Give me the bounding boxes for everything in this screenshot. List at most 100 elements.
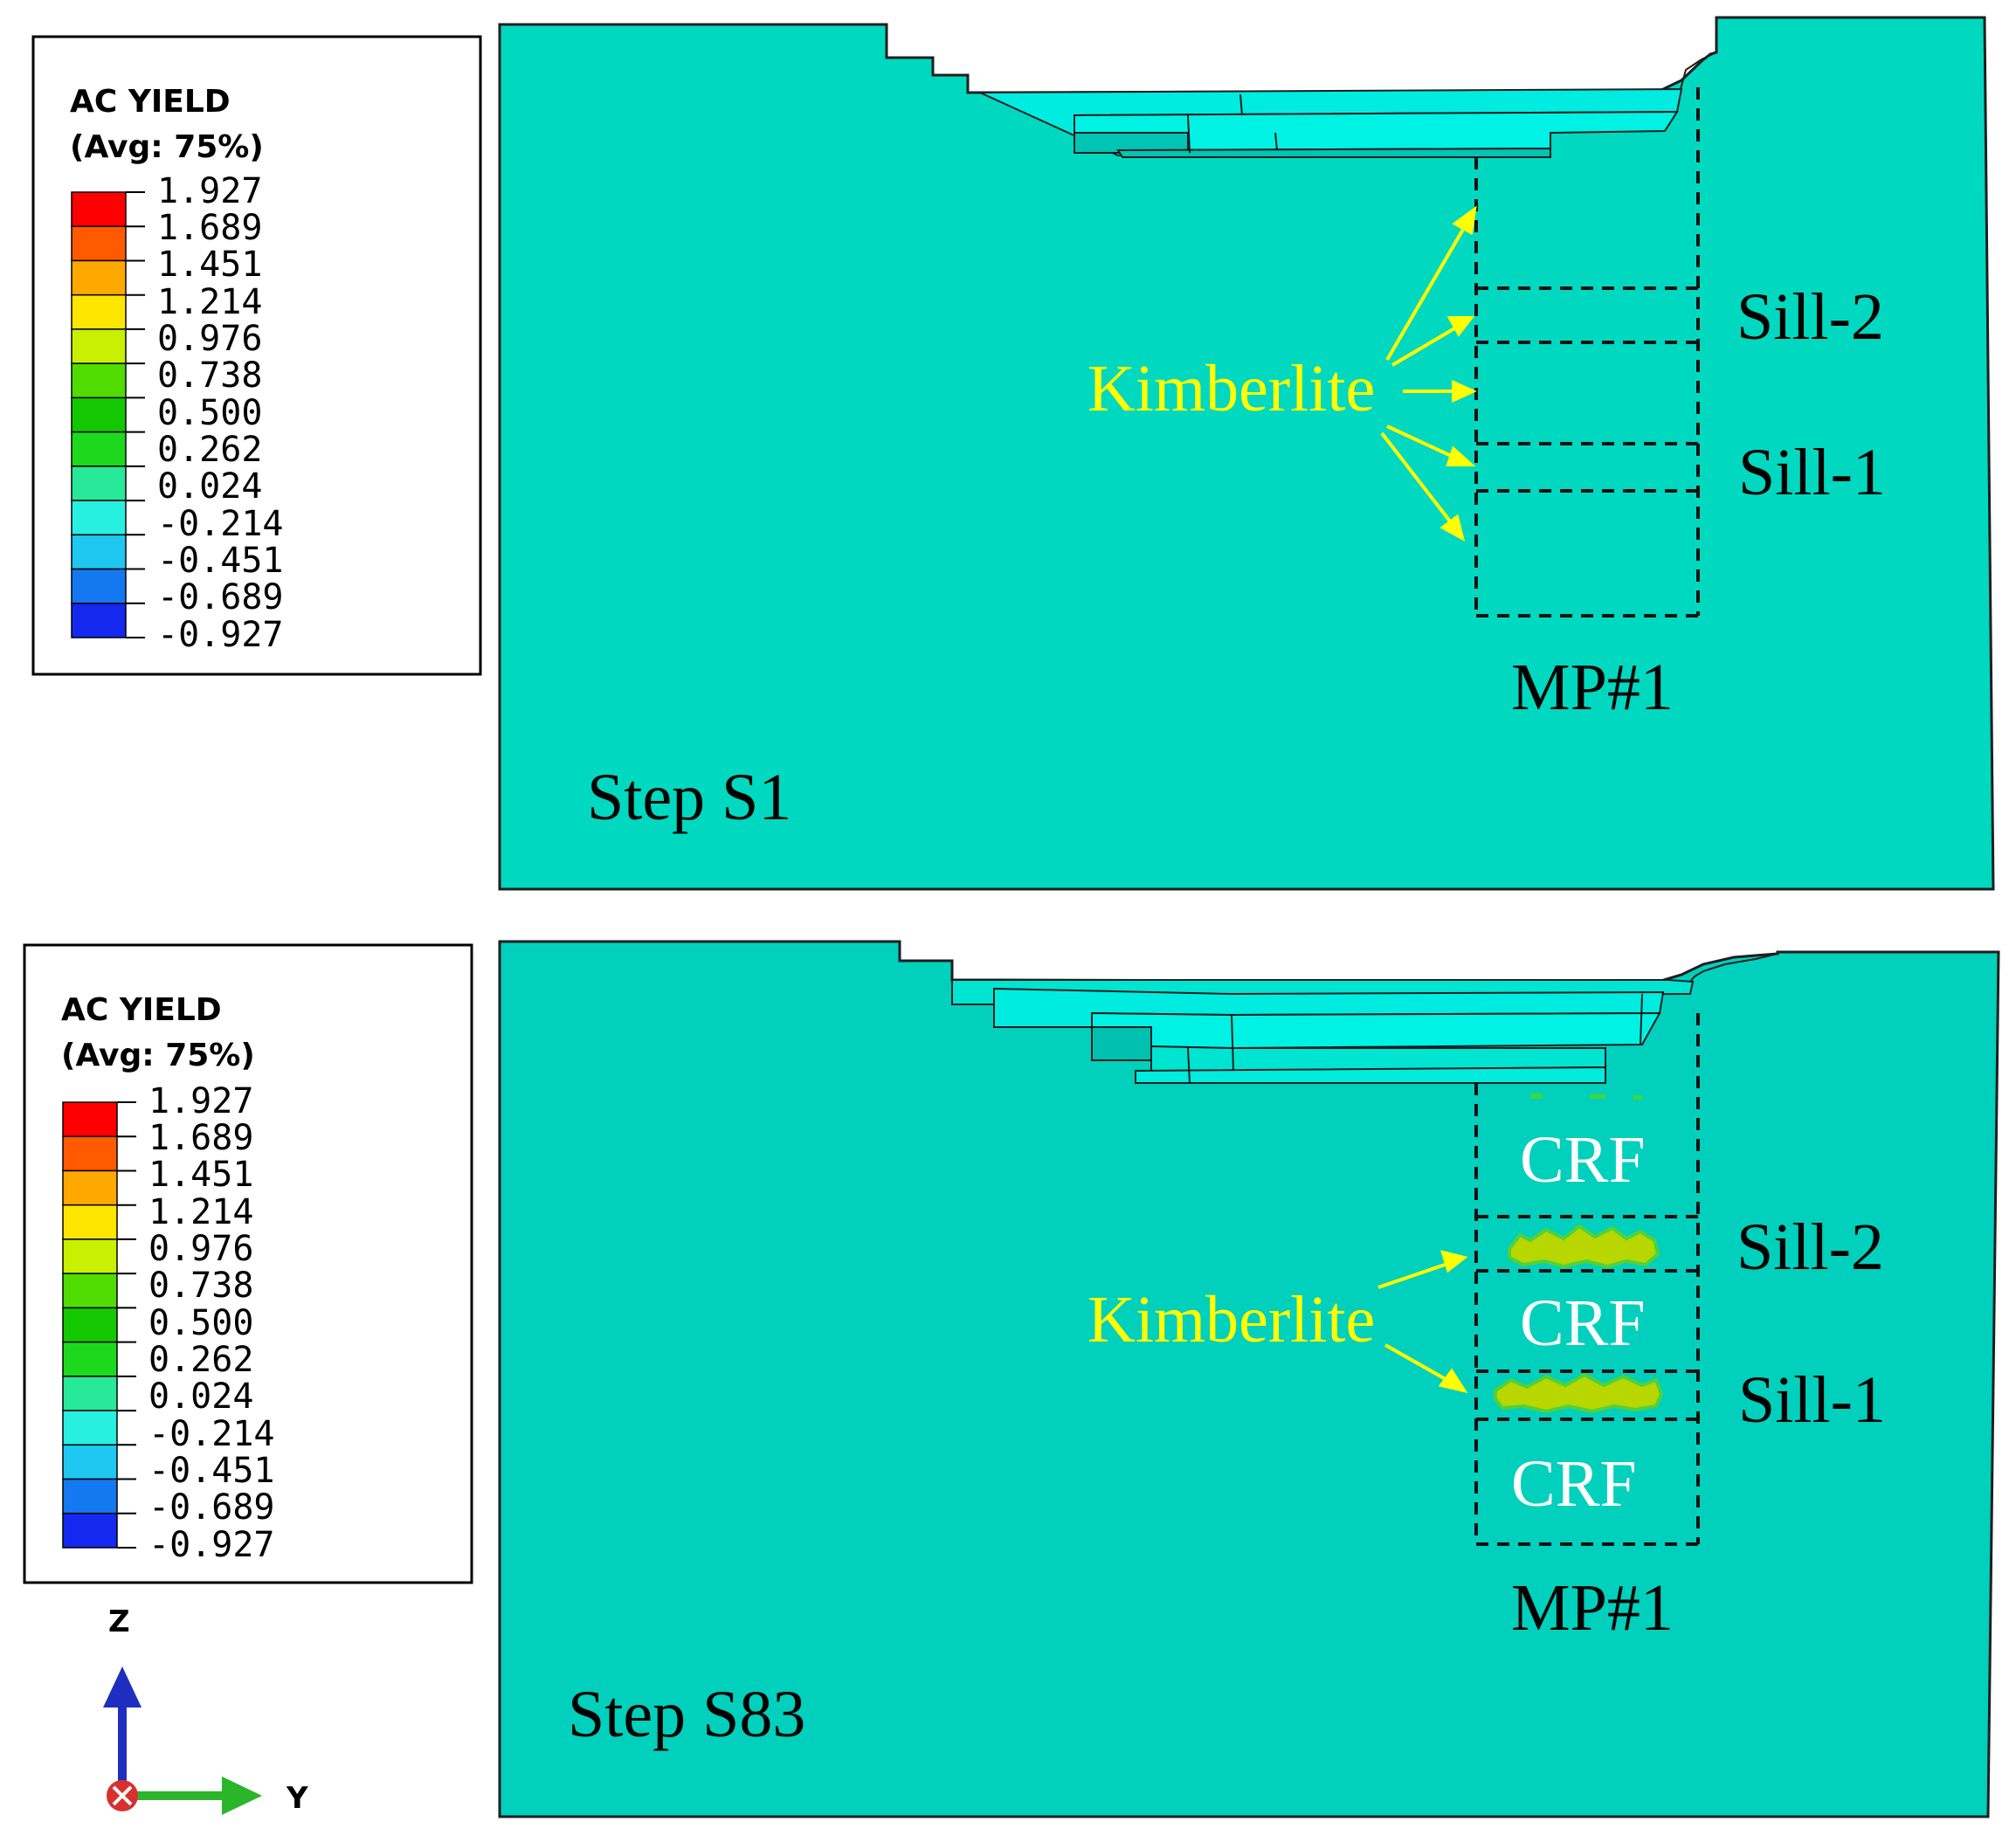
legend-value: 1.689 — [157, 208, 262, 248]
legend-value: 0.024 — [148, 1376, 253, 1417]
layer-seam — [1689, 953, 1778, 983]
yield-speck — [1633, 1095, 1642, 1100]
colorbar-swatch — [62, 1273, 118, 1309]
colorbar-swatch — [71, 259, 127, 296]
legend-s1: AC YIELD (Avg: 75%) 1.927 1.689 1.451 1.… — [31, 35, 482, 676]
backfill-layer — [1135, 1066, 1606, 1084]
arrow-line — [1391, 323, 1462, 367]
backfill-layer — [1091, 1026, 1152, 1061]
layer-seam — [1680, 52, 1717, 90]
backfill-layer — [1116, 147, 1551, 158]
colorbar-swatch — [71, 534, 127, 570]
layer-seam — [1187, 1047, 1191, 1084]
step-label: Step S83 — [568, 1678, 805, 1751]
colorbar-swatch — [71, 328, 127, 364]
colorbar-swatch — [71, 362, 127, 399]
arrow-head — [1452, 205, 1477, 236]
arrow-line — [1385, 220, 1469, 362]
kimberlite-arrows-s1 — [1380, 205, 1477, 542]
layer-seam — [1274, 132, 1278, 151]
sill-2-label: Sill-2 — [1736, 280, 1884, 354]
colorbar-swatch — [62, 1376, 118, 1411]
rock-mass — [498, 940, 2000, 1818]
sill-1-yield-zone — [1494, 1372, 1664, 1414]
colorbar-swatch — [71, 466, 127, 501]
arrow-line — [1386, 424, 1460, 461]
colorbar-swatch — [71, 293, 127, 330]
y-axis-arrowhead — [222, 1776, 262, 1815]
colorbar-swatch — [71, 500, 127, 536]
arrow-head — [1440, 1250, 1468, 1273]
legend-value: 1.689 — [148, 1118, 253, 1158]
legend-value: 1.214 — [148, 1192, 253, 1232]
colorbar-swatch — [62, 1410, 118, 1446]
legend-value: -0.689 — [157, 577, 284, 617]
colorbar-swatch — [62, 1341, 118, 1377]
layer-seam — [1187, 114, 1191, 154]
colorbar-swatch — [62, 1135, 118, 1172]
panel-step-s83: AC YIELD (Avg: 75%) 1.927 1.689 1.451 1.… — [23, 940, 2000, 1818]
step-label: Step S1 — [587, 761, 791, 834]
colorbar-swatch — [62, 1513, 118, 1549]
legend-title: AC YIELD — [70, 84, 231, 120]
panel-step-s1: AC YIELD (Avg: 75%) 1.927 1.689 1.451 1.… — [31, 16, 1995, 891]
axis-triad: Z Y — [103, 1604, 308, 1816]
colorbar-swatch — [71, 225, 127, 262]
kimberlite-arrows-s83 — [1377, 1250, 1468, 1394]
crf-label: CRF — [1511, 1447, 1637, 1521]
legend-values-s1: 1.927 1.689 1.451 1.214 0.976 0.738 0.50… — [157, 171, 284, 655]
legend-value: 0.262 — [148, 1340, 253, 1380]
colorbar-swatch — [71, 191, 127, 227]
layer-seam — [1239, 93, 1243, 116]
kimberlite-label: Kimberlite — [1087, 1283, 1375, 1356]
arrow-head — [1452, 379, 1477, 404]
legend-value: 0.024 — [157, 466, 262, 507]
colorbar-swatch — [62, 1101, 118, 1137]
arrow-head — [1440, 514, 1466, 542]
model-body-s83 — [498, 940, 2000, 1818]
crf-label: CRF — [1520, 1287, 1646, 1360]
yield-speck — [1530, 1093, 1543, 1099]
colorbar-swatch — [62, 1444, 118, 1480]
legend-title: AC YIELD — [61, 992, 222, 1028]
legend-subtitle: (Avg: 75%) — [61, 1038, 255, 1073]
x-axis-cross — [112, 1785, 133, 1806]
arrow-line — [1377, 1261, 1451, 1289]
legend-subtitle: (Avg: 75%) — [70, 129, 264, 165]
legend-s83: AC YIELD (Avg: 75%) 1.927 1.689 1.451 1.… — [23, 943, 473, 1584]
rock-mass — [498, 16, 1995, 891]
legend-value: -0.927 — [157, 615, 284, 655]
legend-values-s83: 1.927 1.689 1.451 1.214 0.976 0.738 0.50… — [148, 1081, 275, 1565]
colorbar-swatch — [71, 568, 127, 604]
legend-value: -0.689 — [148, 1487, 275, 1528]
sill-1-label: Sill-1 — [1738, 1363, 1886, 1437]
monitoring-point-label: MP#1 — [1511, 1571, 1674, 1645]
model-body-s1 — [498, 16, 1995, 891]
layer-seam — [1231, 1014, 1234, 1072]
legend-value: 0.738 — [157, 355, 262, 396]
arrow-head — [1446, 316, 1475, 337]
legend-value: -0.214 — [148, 1414, 275, 1454]
sill-1-label: Sill-1 — [1738, 436, 1886, 509]
colorbar-swatch — [71, 397, 127, 433]
arrow-head — [1446, 445, 1476, 466]
colorbar-swatch — [71, 603, 127, 638]
legend-value: 0.500 — [148, 1303, 253, 1343]
layer-seam — [1640, 993, 1643, 1045]
stope-outline-s83 — [1474, 1013, 1700, 1546]
legend-value: 0.738 — [148, 1266, 253, 1306]
legend-value: 1.214 — [157, 282, 262, 322]
colorbar-swatch — [62, 1307, 118, 1343]
legend-value: 0.976 — [148, 1229, 253, 1269]
legend-value: -0.451 — [157, 541, 284, 581]
arrow-line — [1380, 431, 1455, 528]
legend-value: 1.451 — [148, 1155, 253, 1195]
kimberlite-label: Kimberlite — [1087, 352, 1375, 425]
legend-value: -0.451 — [148, 1451, 275, 1491]
crf-label: CRF — [1520, 1123, 1646, 1197]
colorbar-swatch — [62, 1478, 118, 1514]
z-axis-arrowhead — [103, 1666, 142, 1707]
yield-zones-s83 — [1494, 1093, 1664, 1414]
z-axis-label: Z — [108, 1604, 130, 1639]
